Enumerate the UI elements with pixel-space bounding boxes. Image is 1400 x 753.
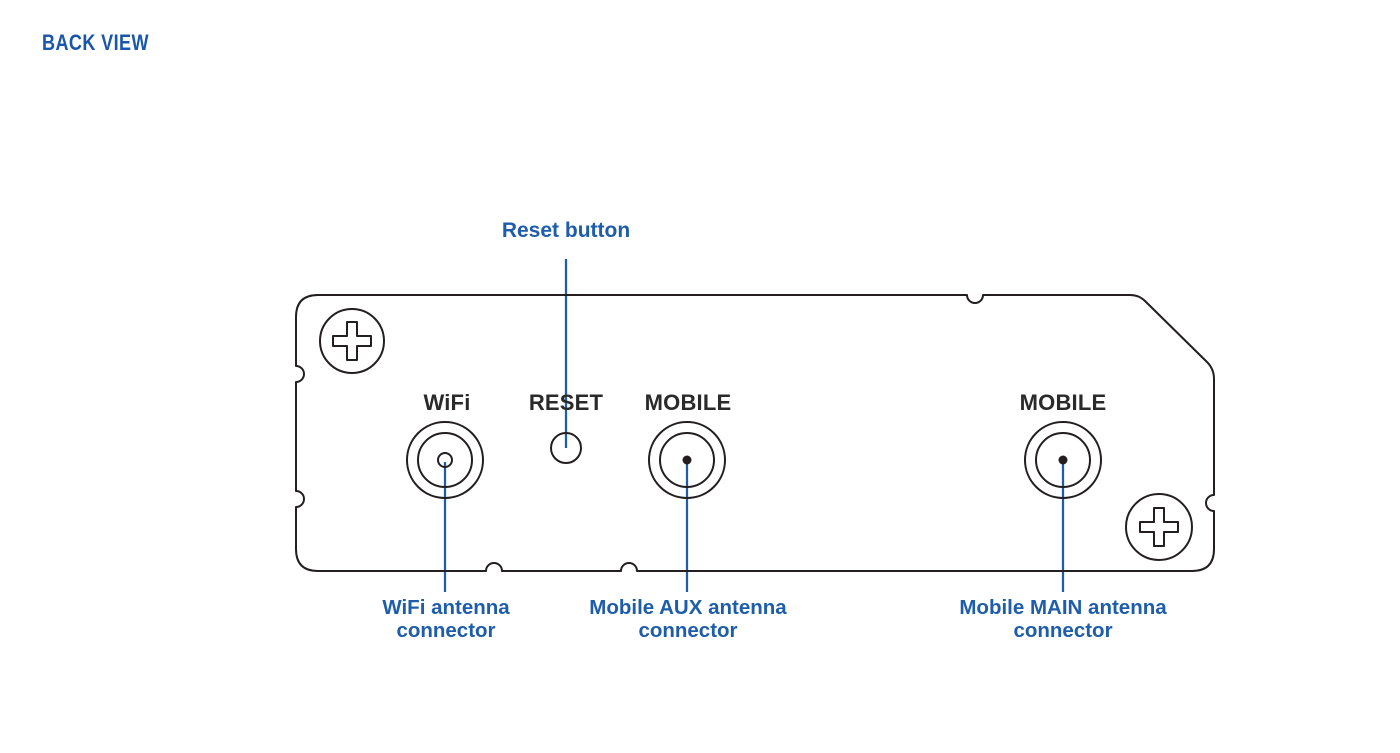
wifi-port-label: WiFi [423,390,471,415]
mobile-main-antenna-connector [1024,421,1102,499]
mobile-aux-antenna-connector [648,421,726,499]
mobile-aux-callout-label: Mobile AUX antenna connector [589,596,786,642]
wifi-callout-label: WiFi antenna connector [382,596,509,642]
reset-callout-label: Reset button [501,219,631,242]
mobile-main-callout-label: Mobile MAIN antenna connector [959,596,1166,642]
panel-outline [295,294,1215,572]
mobile-main-port-label: MOBILE [1019,390,1107,415]
callout-line: Mobile AUX antenna [589,596,787,619]
callout-line: connector [1013,619,1113,642]
callout-line: connector [396,619,496,642]
mobile-aux-port-label: MOBILE [644,390,732,415]
phillips-screw-icon [319,308,385,374]
callout-line: WiFi antenna [382,596,510,619]
callout-line: Mobile MAIN antenna [959,596,1167,619]
phillips-screw-icon [1125,493,1193,561]
reset-port-label: RESET [528,390,604,415]
wifi-antenna-connector [406,421,484,499]
reset-button-hole [550,432,582,464]
callout-line: connector [638,619,738,642]
page-title: BACK VIEW [42,30,149,55]
